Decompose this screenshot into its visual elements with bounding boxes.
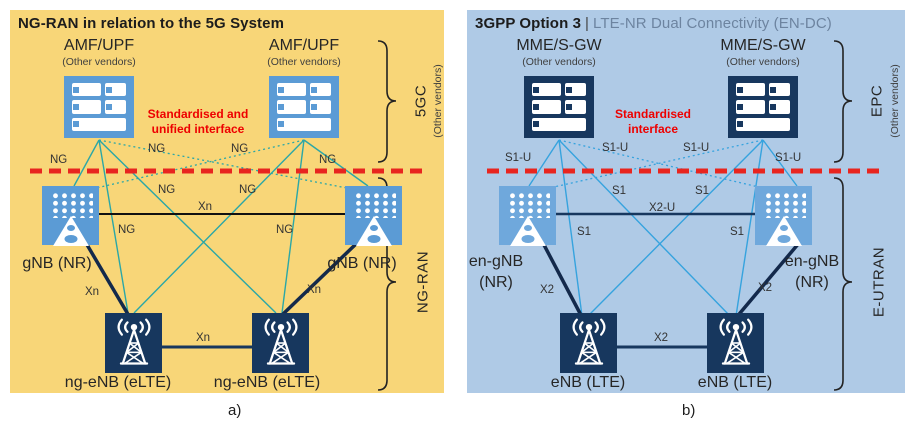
enb-left-icon [560, 313, 617, 373]
amf-right-label: AMF/UPF [268, 37, 340, 54]
brace-5gc [377, 40, 397, 163]
panel-a-title: NG-RAN in relation to the 5G System [18, 15, 285, 32]
radio-tower-icon [718, 318, 753, 365]
s1-label-2: S1 [695, 185, 710, 197]
bracket-label-ng-ran: NG-RAN [414, 250, 432, 314]
ng-links-dotted [91, 139, 353, 190]
antenna-array-icon [505, 191, 550, 218]
ngenb-right-label: ng-eNB (eLTE) [213, 374, 321, 391]
amf-left-vendor: (Other vendors) [62, 56, 136, 68]
mme-right-vendor: (Other vendors) [726, 56, 800, 68]
x2-label-bottom: X2 [654, 332, 669, 344]
brace-epc [833, 40, 853, 163]
enb-left-label: eNB (LTE) [550, 374, 626, 391]
engnb-left-icon [499, 186, 556, 246]
bracket-sub-5gc: (Other vendors) [432, 64, 444, 138]
mme-right-server-icon [728, 76, 798, 138]
x2-label-left: X2 [540, 284, 555, 296]
radio-tower-icon [116, 318, 151, 365]
radio-tower-icon [571, 318, 606, 365]
ng-label-5: NG [158, 184, 176, 196]
mme-left-vendor: (Other vendors) [522, 56, 596, 68]
mme-right-label: MME/S-GW [720, 37, 806, 54]
xn-label-bottom: Xn [196, 332, 211, 344]
antenna-array-icon [48, 191, 93, 218]
gnb-right-icon [345, 186, 402, 246]
antenna-array-icon [351, 191, 396, 218]
engnb-right-icon [755, 186, 812, 246]
gnb-left-label: gNB (NR) [22, 255, 92, 272]
panel-ng-ran: NG-RAN in relation to the 5G System [10, 10, 444, 393]
ng-label-6: NG [239, 184, 257, 196]
x2u-label: X2-U [649, 202, 676, 214]
s1u-label-3: S1-U [683, 142, 710, 154]
ng-label-4: NG [319, 154, 337, 166]
ng-label-8: NG [276, 224, 294, 236]
ng-label-7: NG [118, 224, 136, 236]
ng-label-3: NG [231, 143, 249, 155]
xn-label-left: Xn [85, 286, 100, 298]
interface-note-a: Standardised and unified interface [147, 107, 249, 136]
engnb-right-label-2: (NR) [795, 274, 829, 291]
ng-label-1: NG [50, 154, 68, 166]
panel-b-title-separator: | [585, 15, 590, 32]
ngenb-left-label: ng-eNB (eLTE) [64, 374, 172, 391]
bracket-label-epc: EPC [868, 84, 886, 118]
s1-label-4: S1 [730, 226, 745, 238]
tower-silhouette-icon [52, 216, 89, 246]
bracket-sub-epc: (Other vendors) [889, 64, 901, 138]
ngenb-left-icon [105, 313, 162, 373]
panel-b-title: 3GPP Option 3|LTE-NR Dual Connectivity (… [475, 15, 832, 32]
ngenb-right-icon [252, 313, 309, 373]
engnb-right-label-1: en-gNB [784, 253, 840, 270]
mme-left-label: MME/S-GW [516, 37, 602, 54]
s1u-label-4: S1-U [775, 152, 802, 164]
interface-note-b: Standardised interface [614, 107, 692, 136]
amf-right-vendor: (Other vendors) [267, 56, 341, 68]
tower-silhouette-icon [355, 216, 392, 246]
antenna-array-icon [761, 191, 806, 218]
panel-b-title-rest: LTE-NR Dual Connectivity (EN-DC) [593, 15, 832, 32]
x2-label-right: X2 [758, 282, 773, 294]
brace-e-utran [833, 177, 853, 391]
enb-right-label: eNB (LTE) [697, 374, 773, 391]
ng-label-2: NG [148, 143, 166, 155]
xn-link-right [279, 241, 359, 318]
enb-right-icon [707, 313, 764, 373]
s1u-label-2: S1-U [602, 142, 629, 154]
amf-right-server-icon [269, 76, 339, 138]
gnb-right-label: gNB (NR) [327, 255, 397, 272]
xn-label-right: Xn [307, 284, 322, 296]
amf-left-label: AMF/UPF [63, 37, 135, 54]
s1-label-3: S1 [577, 226, 592, 238]
radio-tower-icon [263, 318, 298, 365]
bracket-label-e-utran: E-UTRAN [870, 246, 888, 318]
amf-left-server-icon [64, 76, 134, 138]
mme-left-server-icon [524, 76, 594, 138]
bracket-label-5gc: 5GC [412, 84, 430, 118]
x2-link-left [541, 242, 585, 320]
s1-links-dotted [544, 139, 768, 190]
gnb-left-icon [42, 186, 99, 246]
s1-label-1: S1 [612, 185, 627, 197]
tower-silhouette-icon [765, 216, 802, 246]
engnb-left-label-1: en-gNB [468, 253, 524, 270]
panel-en-dc: 3GPP Option 3|LTE-NR Dual Connectivity (… [467, 10, 905, 393]
caption-b: b) [682, 402, 696, 419]
xn-link-left [84, 242, 131, 317]
panel-b-title-bold: 3GPP Option 3 [475, 15, 582, 32]
s1u-label-1: S1-U [505, 152, 532, 164]
engnb-left-label-2: (NR) [479, 274, 513, 291]
tower-silhouette-icon [509, 216, 546, 246]
caption-a: a) [228, 402, 242, 419]
xn-label-top: Xn [198, 201, 213, 213]
